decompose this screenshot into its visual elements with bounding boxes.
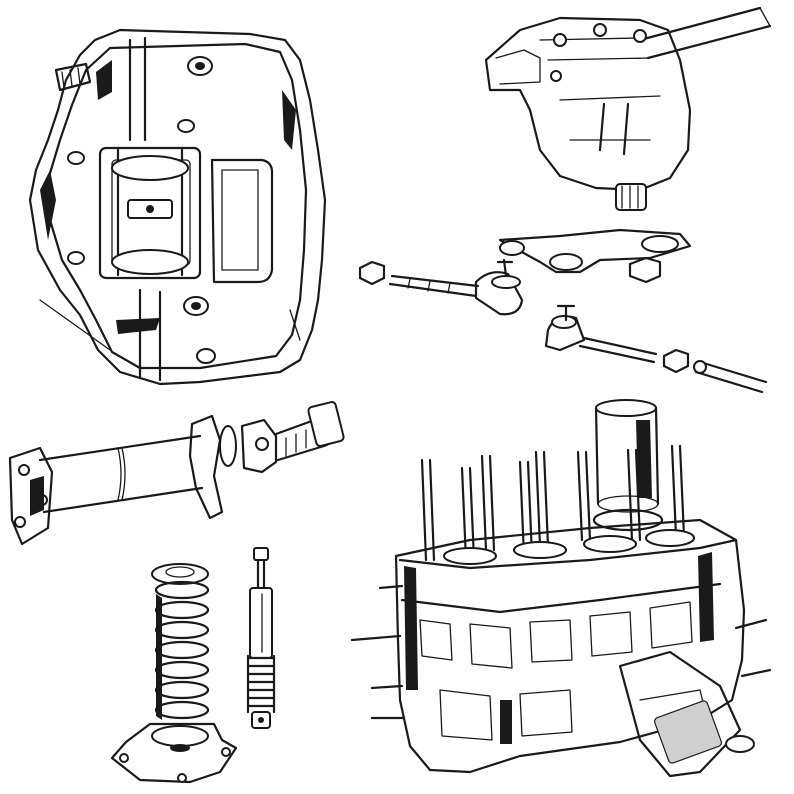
coil-spring-icon <box>110 563 238 784</box>
engine-block-icon <box>350 399 772 778</box>
brake-caliper-icon <box>28 28 327 386</box>
shock-absorber-icon <box>246 547 276 729</box>
propeller-shaft-icon <box>8 401 345 546</box>
steering-box-and-linkage-icon <box>358 6 772 394</box>
